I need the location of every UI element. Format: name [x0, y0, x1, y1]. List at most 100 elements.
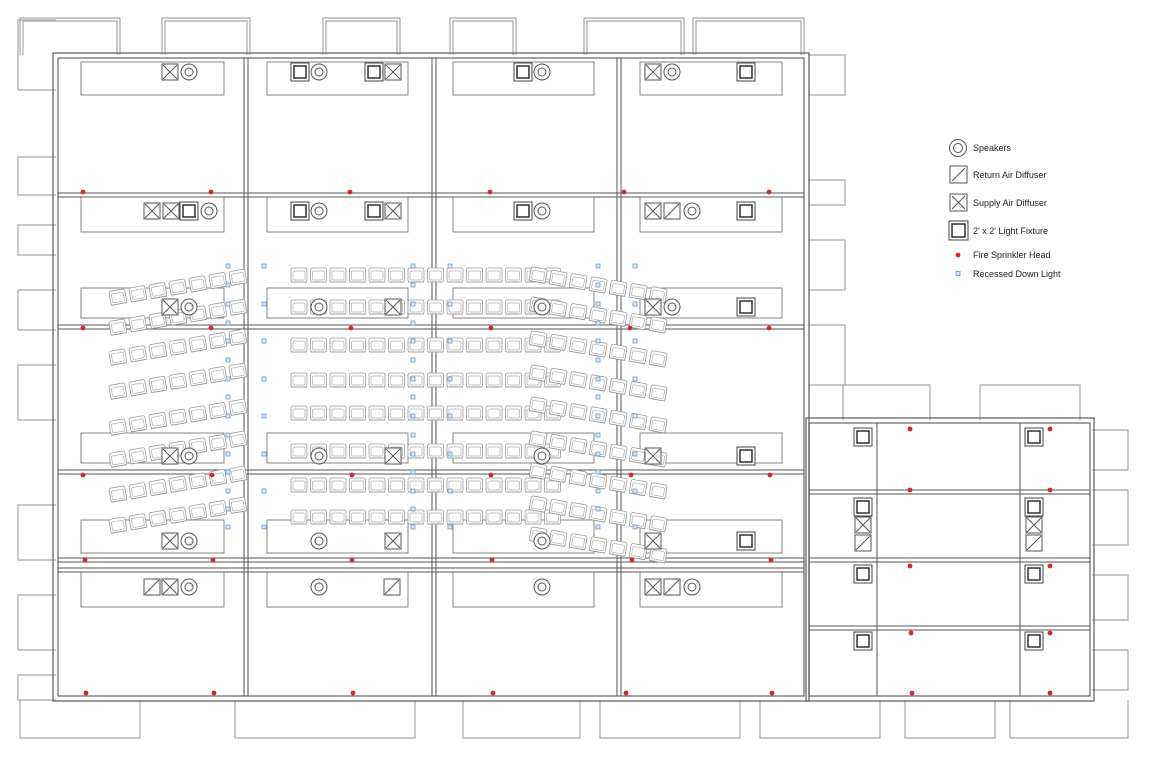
seat	[368, 337, 386, 353]
seat	[388, 372, 405, 388]
sprinkler-icon	[1047, 563, 1053, 569]
seat	[628, 543, 648, 561]
downlight-icon	[447, 451, 453, 457]
downlight-icon	[410, 469, 416, 475]
seat	[528, 266, 548, 284]
seat	[329, 299, 347, 315]
speaker-icon	[180, 447, 198, 465]
seat	[628, 413, 648, 431]
seat	[407, 372, 425, 388]
sprinkler-icon	[83, 690, 89, 696]
seat	[388, 267, 405, 283]
wall-stub	[1092, 574, 1129, 621]
seat	[148, 479, 168, 497]
seat	[446, 267, 464, 283]
seat	[485, 477, 503, 493]
seat	[528, 330, 548, 348]
wall-stub	[842, 384, 931, 420]
wall-stub	[17, 594, 56, 651]
downlight-icon	[595, 524, 601, 530]
seat	[108, 318, 128, 336]
downlight-icon	[410, 524, 416, 530]
legend-item-return-air: Return Air Diffuser	[949, 165, 1046, 184]
seat	[466, 267, 483, 283]
ceiling-panel	[639, 287, 783, 319]
downlight-icon	[225, 320, 231, 326]
seat	[349, 299, 366, 315]
wall-stub	[904, 700, 996, 739]
seat	[148, 412, 168, 430]
light-fixture-icon	[736, 297, 756, 317]
seat	[608, 309, 628, 327]
seat	[505, 477, 522, 493]
return-air-diffuser-icon	[949, 165, 968, 184]
wall-stub	[17, 19, 56, 91]
speaker-icon	[180, 578, 198, 596]
wall-stub	[808, 54, 846, 96]
speaker-icon	[310, 532, 328, 550]
sprinkler-icon	[769, 690, 775, 696]
seat	[648, 416, 668, 434]
seat	[648, 482, 668, 500]
seat	[588, 472, 608, 490]
speaker-icon	[683, 202, 701, 220]
wall-stub	[19, 17, 121, 55]
sprinkler-icon	[347, 189, 353, 195]
seat	[188, 472, 208, 490]
light-fixture-icon	[1024, 631, 1044, 651]
seat	[128, 513, 148, 531]
light-fixture-icon	[513, 62, 533, 82]
sprinkler-icon	[627, 325, 633, 331]
annex-outer-wall	[805, 417, 1095, 702]
seat	[407, 267, 425, 283]
seat	[466, 509, 483, 525]
sprinkler-icon	[768, 557, 774, 563]
speaker-icon	[310, 202, 328, 220]
seat	[290, 299, 308, 315]
seat	[568, 437, 588, 455]
outer-wall	[52, 52, 810, 702]
sprinkler-icon	[766, 325, 772, 331]
sprinkler-icon	[487, 189, 493, 195]
sprinkler-icon	[955, 252, 961, 258]
downlight-icon	[410, 263, 416, 269]
seat	[548, 498, 568, 516]
downlight-icon	[447, 376, 453, 382]
supply-air-diffuser-icon	[143, 202, 161, 220]
speaker-icon	[180, 63, 198, 81]
seat	[349, 267, 366, 283]
seat	[208, 332, 228, 350]
wall-stub	[808, 179, 846, 206]
downlight-icon	[225, 469, 231, 475]
seat	[485, 337, 503, 353]
legend-label-downlight: Recessed Down Light	[973, 269, 1061, 279]
sprinkler-icon	[767, 472, 773, 478]
supply-air-diffuser-icon	[644, 63, 662, 81]
seat	[485, 405, 503, 421]
seat	[349, 509, 366, 525]
seat	[108, 418, 128, 436]
sprinkler-icon	[1047, 630, 1053, 636]
speaker-icon	[200, 202, 218, 220]
return-air-diffuser-icon	[143, 578, 161, 596]
supply-air-diffuser-icon	[162, 202, 180, 220]
downlight-icon	[261, 301, 267, 307]
seat	[427, 443, 444, 459]
speaker-icon	[533, 447, 551, 465]
downlight-icon	[261, 413, 267, 419]
ceiling-panel	[639, 196, 783, 233]
downlight-icon	[410, 488, 416, 494]
seat	[228, 268, 248, 286]
downlight-icon	[225, 338, 231, 344]
downlight-icon	[595, 282, 601, 288]
sprinkler-icon	[766, 189, 772, 195]
annex-inner-wall	[808, 422, 1091, 697]
seat	[648, 515, 668, 533]
sprinkler-icon	[907, 563, 913, 569]
downlight-icon	[595, 320, 601, 326]
sprinkler-icon	[488, 325, 494, 331]
seat	[388, 405, 405, 421]
seat	[407, 509, 425, 525]
seat	[168, 338, 188, 356]
seat	[524, 509, 542, 525]
